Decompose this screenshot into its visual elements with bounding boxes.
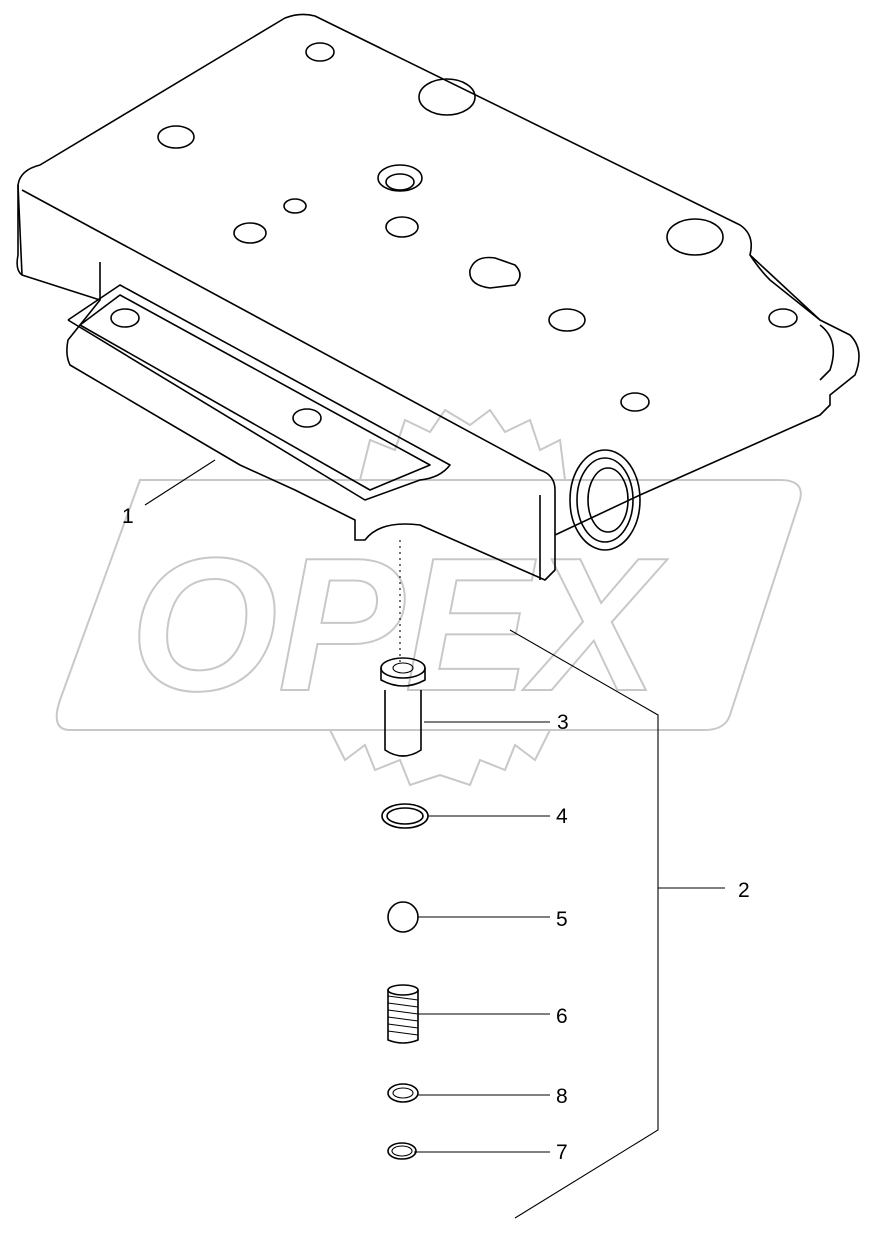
callout-4: 4 xyxy=(556,805,568,828)
leader-lines xyxy=(144,459,725,1219)
callout-1: 1 xyxy=(122,505,134,528)
part-5-ball xyxy=(387,901,419,933)
callout-7: 7 xyxy=(556,1141,568,1164)
opex-watermark-logo: OPEX xyxy=(55,408,802,787)
callout-2: 2 xyxy=(738,879,750,902)
callout-3: 3 xyxy=(557,711,569,734)
part-8-washer xyxy=(387,1083,419,1103)
part-6-spring xyxy=(387,984,419,1044)
watermark-text: OPEX xyxy=(130,519,668,731)
callout-8: 8 xyxy=(556,1085,568,1108)
callout-5: 5 xyxy=(556,908,568,931)
callout-6: 6 xyxy=(556,1005,568,1028)
valve-body xyxy=(16,13,860,581)
part-7-snap-ring xyxy=(387,1142,417,1160)
part-3-sleeve xyxy=(380,657,426,757)
part-4-o-ring xyxy=(381,803,429,829)
